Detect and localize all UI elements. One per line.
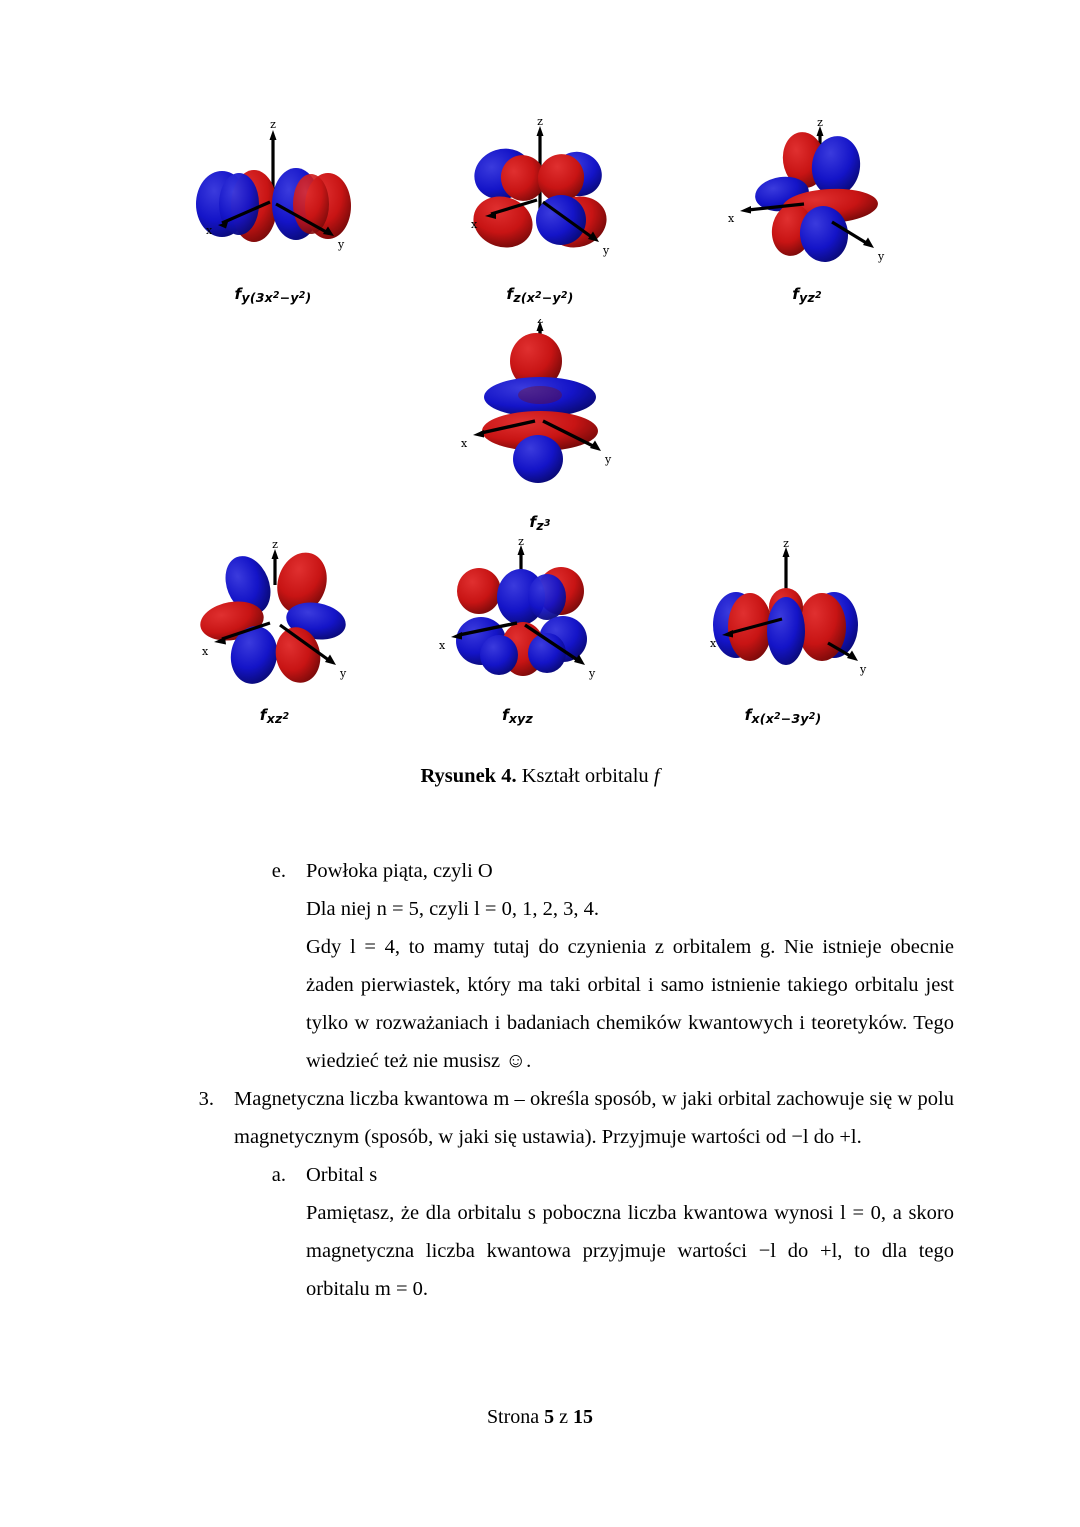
svg-text:x: x [206,224,213,237]
svg-text:x: x [710,637,717,650]
item-e-line-dla-niej: Dla niej n = 5, czyli l = 0, 1, 2, 3, 4. [306,898,599,920]
svg-text:z: z [537,319,543,326]
figure-caption: Rysunek 4. Kształt orbitalu f [0,765,1080,788]
list-marker-3: 3. [198,1088,214,1110]
svg-text:y: y [588,667,596,680]
orbital-subscript: xyz [508,711,534,726]
orbital-base-letter: f [792,285,800,303]
orbital-cell-f-y3x2y2: z x y [166,118,381,305]
figure-caption-text: Kształt orbitalu [516,765,654,787]
orbital-base-letter: f [501,706,509,724]
svg-text:x: x [461,437,468,450]
orbital-subscript: x(x2−3y2) [751,711,822,726]
page-footer: Strona 5 z 15 [0,1406,1080,1429]
orbital-row-3: z x [0,535,1080,726]
orbital-cell-f-xx23y2: z x y [653,537,913,726]
item-a-paragraph: Pamiętasz, że dla orbitalu s poboczna li… [306,1202,954,1300]
svg-text:x: x [439,639,446,652]
svg-text:z: z [817,118,823,129]
orbital-label-f-xx23y2: fx(x2−3y2) [745,706,822,726]
orbital-base-letter: f [259,706,267,724]
figure-caption-lead: Rysunek 4. [420,765,517,787]
orbital-subscript: y(3x2−y2) [241,290,312,305]
orbital-render-f-xyz: z x [423,535,613,704]
figure-caption-italic: f [653,765,660,787]
orbital-subscript: yz2 [799,290,822,305]
orbital-render-f-yz2: z x [712,116,902,283]
item-e-paragraph: Gdy l = 4, to mamy tutaj do czynienia z … [306,936,954,1072]
orbital-subscript: z3 [536,518,551,533]
orbital-label-f-zx2y2: fz(x2−y2) [506,285,573,305]
svg-text:z: z [537,118,543,128]
svg-text:z: z [270,118,276,131]
orbital-subscript: z(x2−y2) [513,290,574,305]
orbital-render-f-xx23y2: z x y [688,537,878,704]
orbital-cell-f-zx2y2: z x [433,115,648,305]
list-item-a: a. Orbital s Pamiętasz, że dla orbitalu … [254,1156,954,1308]
orbital-subscript: xz2 [266,711,290,726]
orbital-render-f-xz2: z x [180,538,370,704]
body-text: e. Powłoka piąta, czyli O Dla niej n = 5… [182,852,954,1308]
list-item-3: 3. Magnetyczna liczba kwantowa m – okreś… [182,1080,954,1156]
orbital-label-f-y3x2y2: fy(3x2−y2) [235,285,312,305]
svg-text:y: y [337,238,345,251]
svg-text:z: z [518,539,524,548]
orbital-base-letter: f [506,285,514,303]
svg-text:z: z [272,539,278,551]
orbital-base-letter: f [529,513,537,531]
footer-total-pages: 15 [573,1406,594,1428]
list-marker-a: a. [271,1164,286,1186]
orbital-render-f-zx2y2: z x [445,115,635,283]
orbital-cell-f-xyz: z x [410,535,625,726]
orbital-base-letter: f [234,285,242,303]
footer-page-number: 5 [544,1406,555,1428]
svg-text:x: x [728,212,735,225]
item-e-heading: Powłoka piąta, czyli O [306,860,493,882]
svg-text:y: y [877,250,885,263]
orbital-label-f-yz2: fyz2 [792,285,822,305]
svg-text:x: x [471,218,478,231]
footer-middle: z [554,1406,574,1428]
orbital-cell-f-xz2: z x [167,538,382,726]
orbital-label-f-xyz: fxyz [502,706,533,726]
svg-text:y: y [604,453,612,466]
figure-4-orbitals: z x y [0,115,1080,726]
list-marker-e: e. [271,860,286,882]
orbital-label-f-xz2: fxz2 [260,706,290,726]
item-3-paragraph: Magnetyczna liczba kwantowa m – określa … [234,1088,954,1148]
svg-text:z: z [783,539,789,550]
item-a-heading: Orbital s [306,1164,378,1186]
orbital-row-1: z x y [0,115,1080,305]
orbital-row-2: z x [0,313,1080,533]
list-item-e: e. Powłoka piąta, czyli O Dla niej n = 5… [254,852,954,1080]
orbital-cell-f-z3: z x [410,313,670,533]
orbital-cell-f-yz2: z x [700,116,915,305]
orbital-label-f-z3: fz3 [529,513,550,533]
svg-text:x: x [202,645,209,658]
orbital-render-f-z3: z x [435,313,645,519]
svg-text:y: y [859,663,867,676]
orbital-render-f-y3x2y2: z x y [178,118,368,283]
svg-text:y: y [339,667,347,680]
orbital-base-letter: f [744,706,752,724]
svg-text:y: y [602,244,610,257]
footer-prefix: Strona [486,1406,545,1428]
